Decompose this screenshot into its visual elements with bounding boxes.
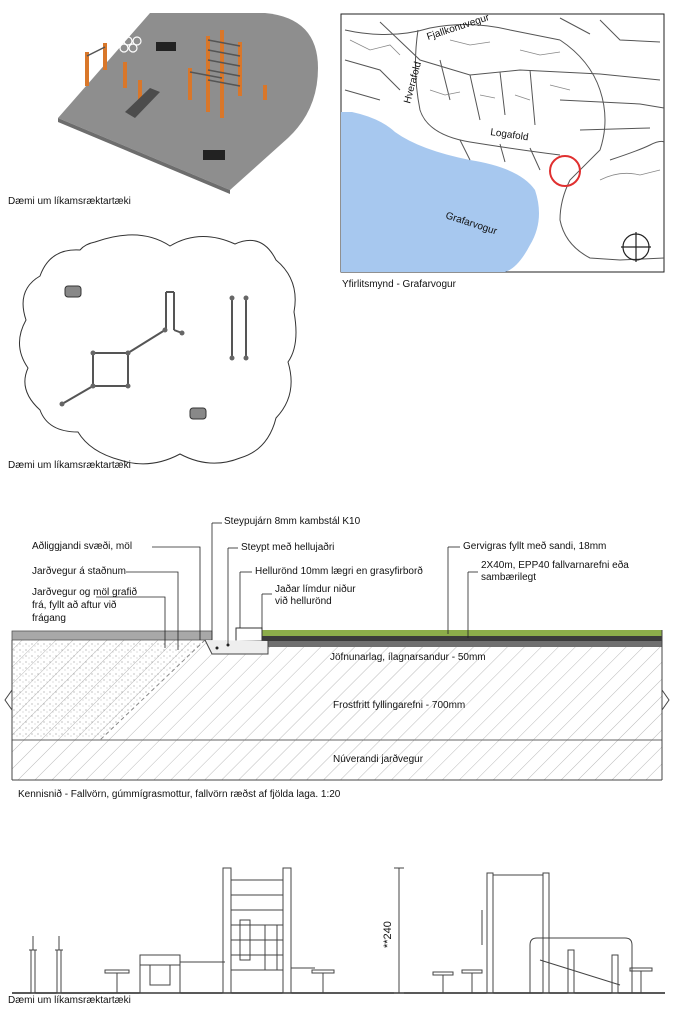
render-caption: Dæmi um líkamsræktartæki: [8, 196, 131, 207]
label-gervigras: Gervigras fyllt með sandi, 18mm: [463, 541, 607, 552]
elevation-caption: Dæmi um líkamsræktartæki: [8, 995, 131, 1006]
map-street-fjallkonuvegur: Fjallkonuvegur: [426, 12, 492, 43]
label-jardvegur-mol-line1: Jarðvegur og möl grafið: [32, 587, 138, 598]
map-street-logafold: Logafold: [490, 127, 530, 143]
label-steypujarn: Steypujárn 8mm kambstál K10: [224, 516, 361, 527]
section-caption: Kennisnið - Fallvörn, gúmmígrasmottur, f…: [18, 789, 341, 800]
map-water-label: Grafarvogur: [444, 210, 499, 237]
label-jardvegur-mol-line2: frá, fyllt að aftur við: [32, 600, 117, 611]
label-jardvegur-mol-line3: frágang: [32, 613, 66, 624]
label-nuverandi: Núverandi jarðvegur: [333, 754, 424, 765]
label-jofnunarlag: Jöfnunarlag, ílagnarsandur - 50mm: [330, 652, 486, 663]
map-caption: Yfirlitsmynd - Grafarvogur: [342, 279, 456, 290]
map-street-hverafold: Hverafold: [402, 61, 424, 105]
label-steypt: Steypt með hellujaðri: [241, 542, 335, 553]
dimension-label: **240: [382, 921, 394, 948]
label-hellurond: Hellurönd 10mm lægri en grasyfirborð: [255, 566, 423, 577]
label-epp-line1: 2X40m, EPP40 fallvarnarefni eða: [481, 560, 629, 571]
label-jadar-line2: við hellurönd: [275, 596, 332, 607]
label-jardvegur-stad: Jarðvegur á staðnum: [32, 566, 126, 577]
label-jadar-line1: Jaðar límdur niður: [275, 584, 356, 595]
plan-caption: Dæmi um líkamsræktartæki: [8, 460, 131, 471]
label-frostfritt: Frostfritt fyllingarefni - 700mm: [333, 700, 466, 711]
label-adliggjandi: Aðliggjandi svæði, möl: [32, 541, 133, 552]
label-epp-line2: sambærilegt: [481, 572, 537, 583]
